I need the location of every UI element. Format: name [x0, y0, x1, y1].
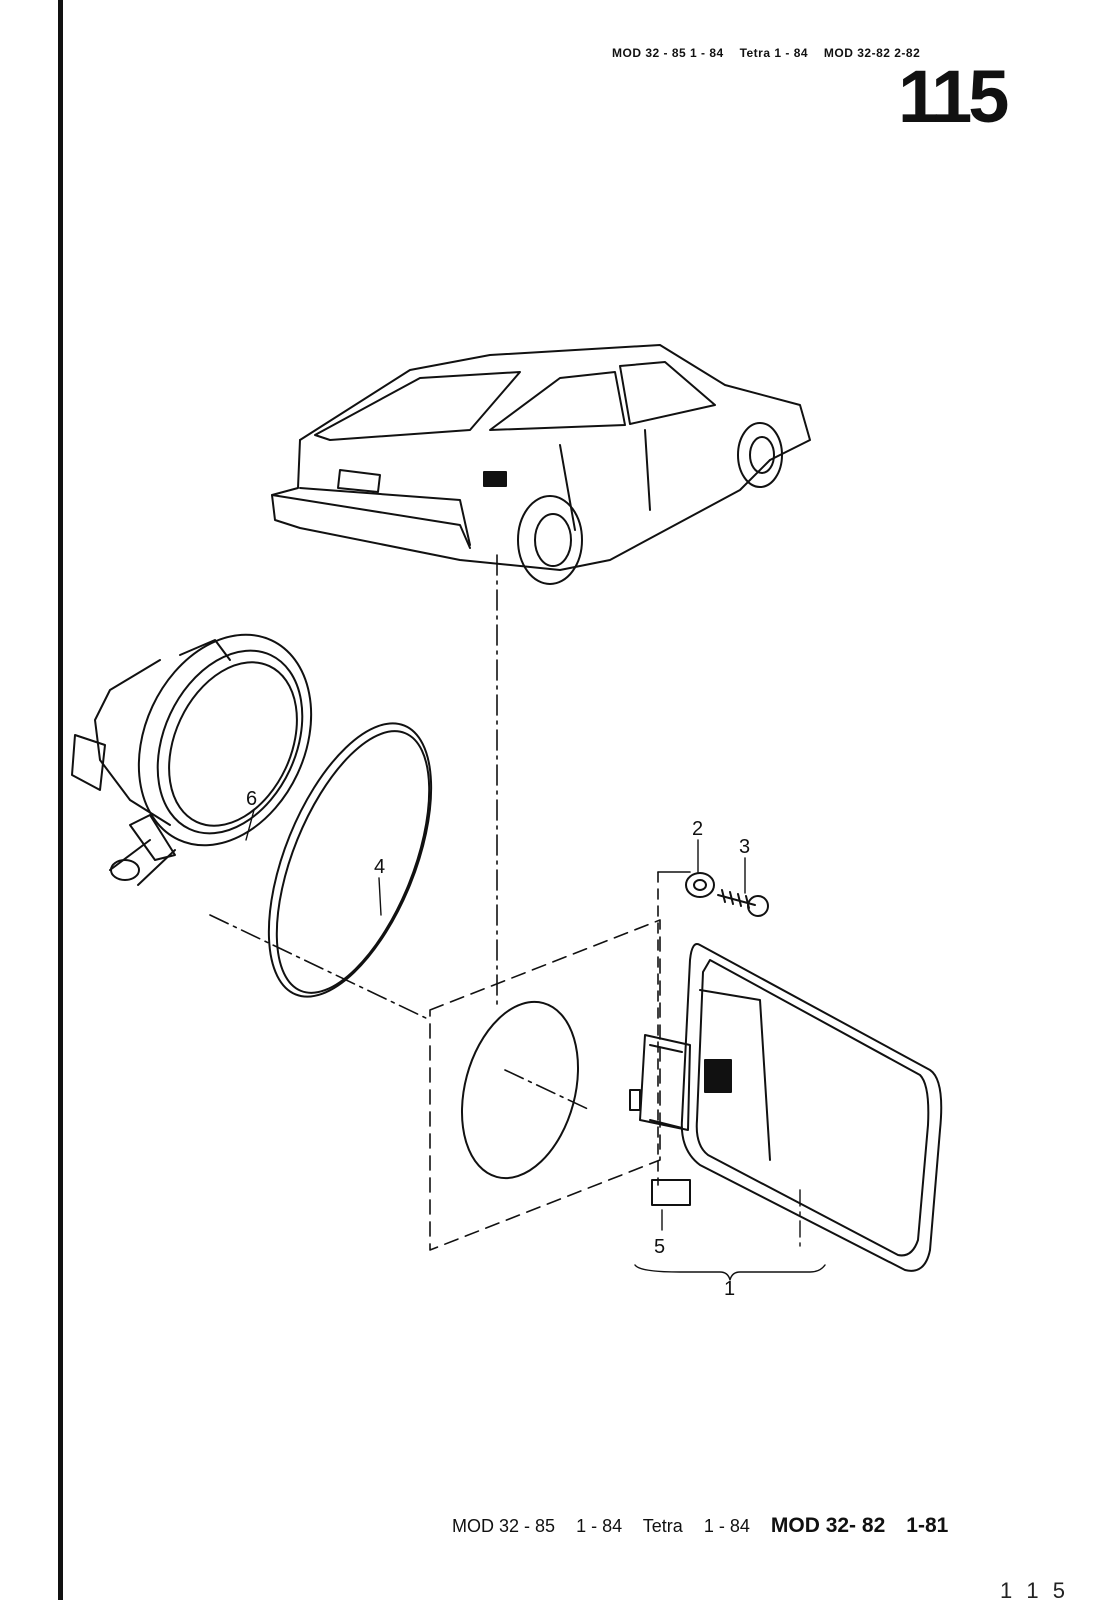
bracket-part-1	[634, 1264, 826, 1281]
fuel-flap-on-car	[483, 471, 507, 487]
footer-page-fragment: 1 1 5	[1000, 1578, 1069, 1603]
header-model-list: MOD 32 - 85 1 - 84 Tetra 1 - 84 MOD 32-8…	[612, 46, 932, 60]
page-number: 115	[898, 55, 1009, 138]
callout-5: 5	[654, 1236, 665, 1258]
leader-part-6	[245, 809, 255, 841]
footer-model-b-date: 1 - 84	[703, 1516, 750, 1536]
screw	[717, 889, 769, 917]
panel-opening	[460, 1000, 580, 1180]
leader-part-4	[378, 877, 382, 916]
footer-model-a: MOD 32 - 85	[452, 1516, 556, 1536]
fuel-filler-flap	[629, 943, 943, 1272]
center-axis-line	[209, 914, 431, 1021]
callout-1: 1	[724, 1278, 735, 1300]
footer-model-list: MOD 32 - 85 1 - 84 Tetra 1 - 84 MOD 32- …	[452, 1514, 964, 1538]
body-panel-dashed	[429, 919, 661, 1251]
callout-2: 2	[692, 818, 703, 840]
nut	[685, 872, 715, 898]
callout-6: 6	[246, 788, 257, 810]
car-illustration	[271, 344, 811, 585]
header-model-3: MOD 32-82 2-82	[823, 46, 921, 60]
hinge-clip	[651, 1179, 691, 1206]
header-model-2: Tetra 1 - 84	[739, 46, 809, 60]
callout-4: 4	[374, 856, 385, 878]
footer-model-a-date: 1 - 84	[576, 1516, 623, 1536]
footer-model-b: Tetra	[642, 1516, 683, 1536]
footer-model-c-date: 1-81	[906, 1514, 949, 1537]
flap-lock-tab	[704, 1059, 732, 1093]
footer-model-c: MOD 32- 82	[770, 1514, 886, 1537]
filler-neck-housing	[71, 633, 313, 886]
binding-edge-line	[58, 0, 63, 1600]
center-axis-line-2	[504, 1069, 591, 1111]
callout-3: 3	[739, 836, 750, 858]
sealing-ring	[267, 722, 433, 998]
license-plate	[337, 469, 381, 493]
header-model-1: MOD 32 - 85 1 - 84	[612, 46, 724, 60]
